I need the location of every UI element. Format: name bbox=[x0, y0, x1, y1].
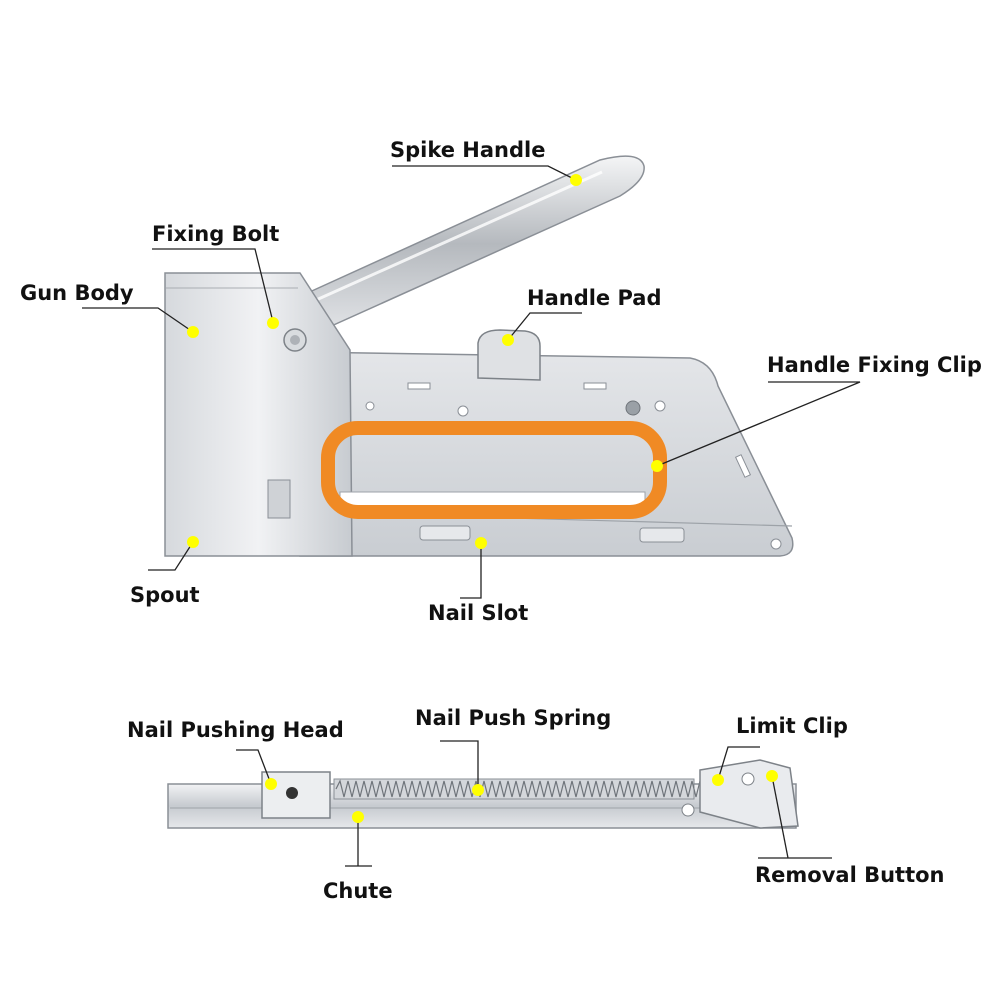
label-handle-pad: Handle Pad bbox=[527, 286, 662, 310]
handle-pad-shape bbox=[477, 329, 541, 381]
gun-body-shape bbox=[164, 272, 353, 557]
stapler-gun bbox=[164, 155, 794, 557]
label-nail-pushing-head: Nail Pushing Head bbox=[127, 718, 344, 742]
label-spout: Spout bbox=[130, 583, 200, 607]
spike-handle-shape bbox=[290, 155, 645, 333]
label-limit-clip: Limit Clip bbox=[736, 714, 848, 738]
label-nail-push-spring: Nail Push Spring bbox=[415, 706, 612, 730]
label-spike-handle: Spike Handle bbox=[390, 138, 546, 162]
label-removal-button: Removal Button bbox=[755, 863, 945, 887]
leader-lines bbox=[82, 165, 861, 867]
marker-dots bbox=[187, 174, 778, 823]
label-handle-fixing-clip: Handle Fixing Clip bbox=[767, 353, 982, 377]
nail-push-spring-coil bbox=[335, 779, 733, 799]
label-nail-slot: Nail Slot bbox=[428, 601, 529, 625]
magazine-assembly bbox=[167, 759, 799, 829]
label-gun-body: Gun Body bbox=[20, 281, 134, 305]
body-frame-shape bbox=[299, 351, 794, 557]
label-fixing-bolt: Fixing Bolt bbox=[152, 222, 280, 246]
label-chute: Chute bbox=[323, 879, 393, 903]
